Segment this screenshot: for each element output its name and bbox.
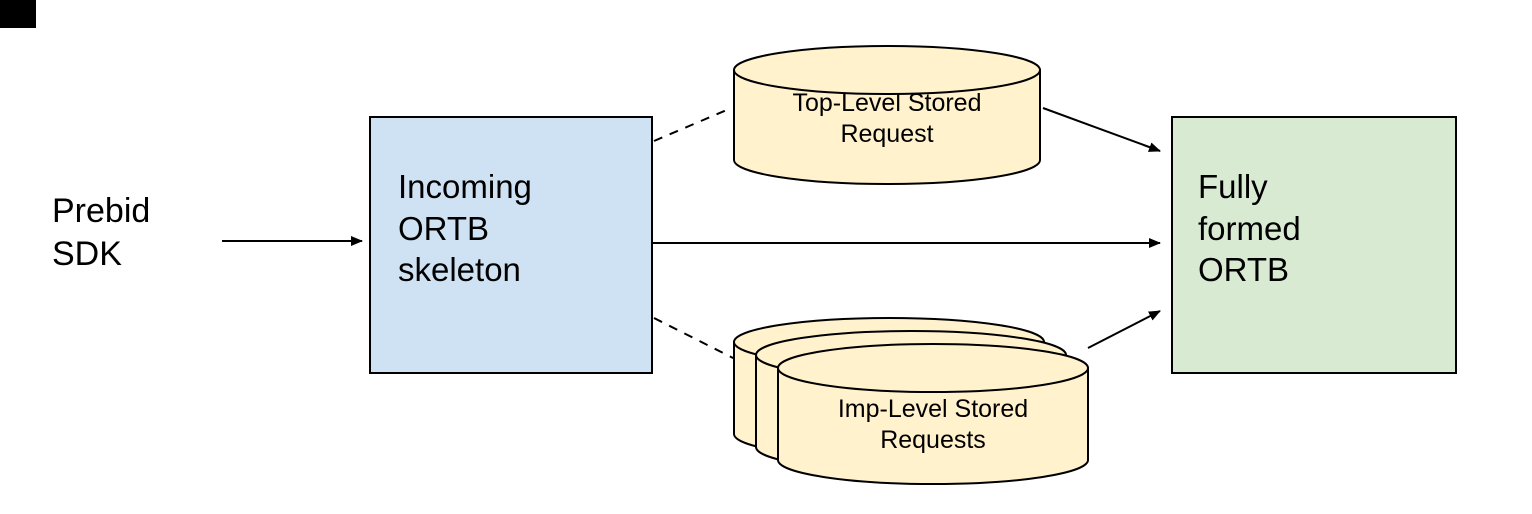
edge-incoming-to-imp-stored (653, 317, 738, 361)
cylinder-top-front (777, 343, 1089, 393)
edge-incoming-to-top-stored (653, 108, 730, 142)
fully-formed-ortb-box (1171, 116, 1457, 374)
incoming-ortb-box (369, 116, 653, 374)
edge-top-stored-to-fully-formed (1042, 107, 1161, 152)
imp-level-stored-requests-cylinders (733, 317, 1089, 485)
prebid-sdk-label: Prebid SDK (52, 192, 151, 273)
imp-level-stored-requests-label: Imp-Level Stored Requests (837, 395, 1029, 455)
incoming-ortb-label: Incoming ORTB skeleton (398, 168, 532, 289)
fully-formed-ortb-label: Fully formed ORTB (1198, 168, 1301, 289)
cylinder-body-front (777, 367, 1089, 485)
edge-imp-stored-to-fully-formed (1087, 310, 1161, 349)
top-level-stored-request-cylinder (733, 45, 1041, 185)
top-level-stored-request-label: Top-Level Stored Request (792, 89, 982, 149)
cylinder-body (733, 69, 1041, 185)
corner-mark (0, 0, 36, 28)
cylinder-top (733, 45, 1041, 95)
